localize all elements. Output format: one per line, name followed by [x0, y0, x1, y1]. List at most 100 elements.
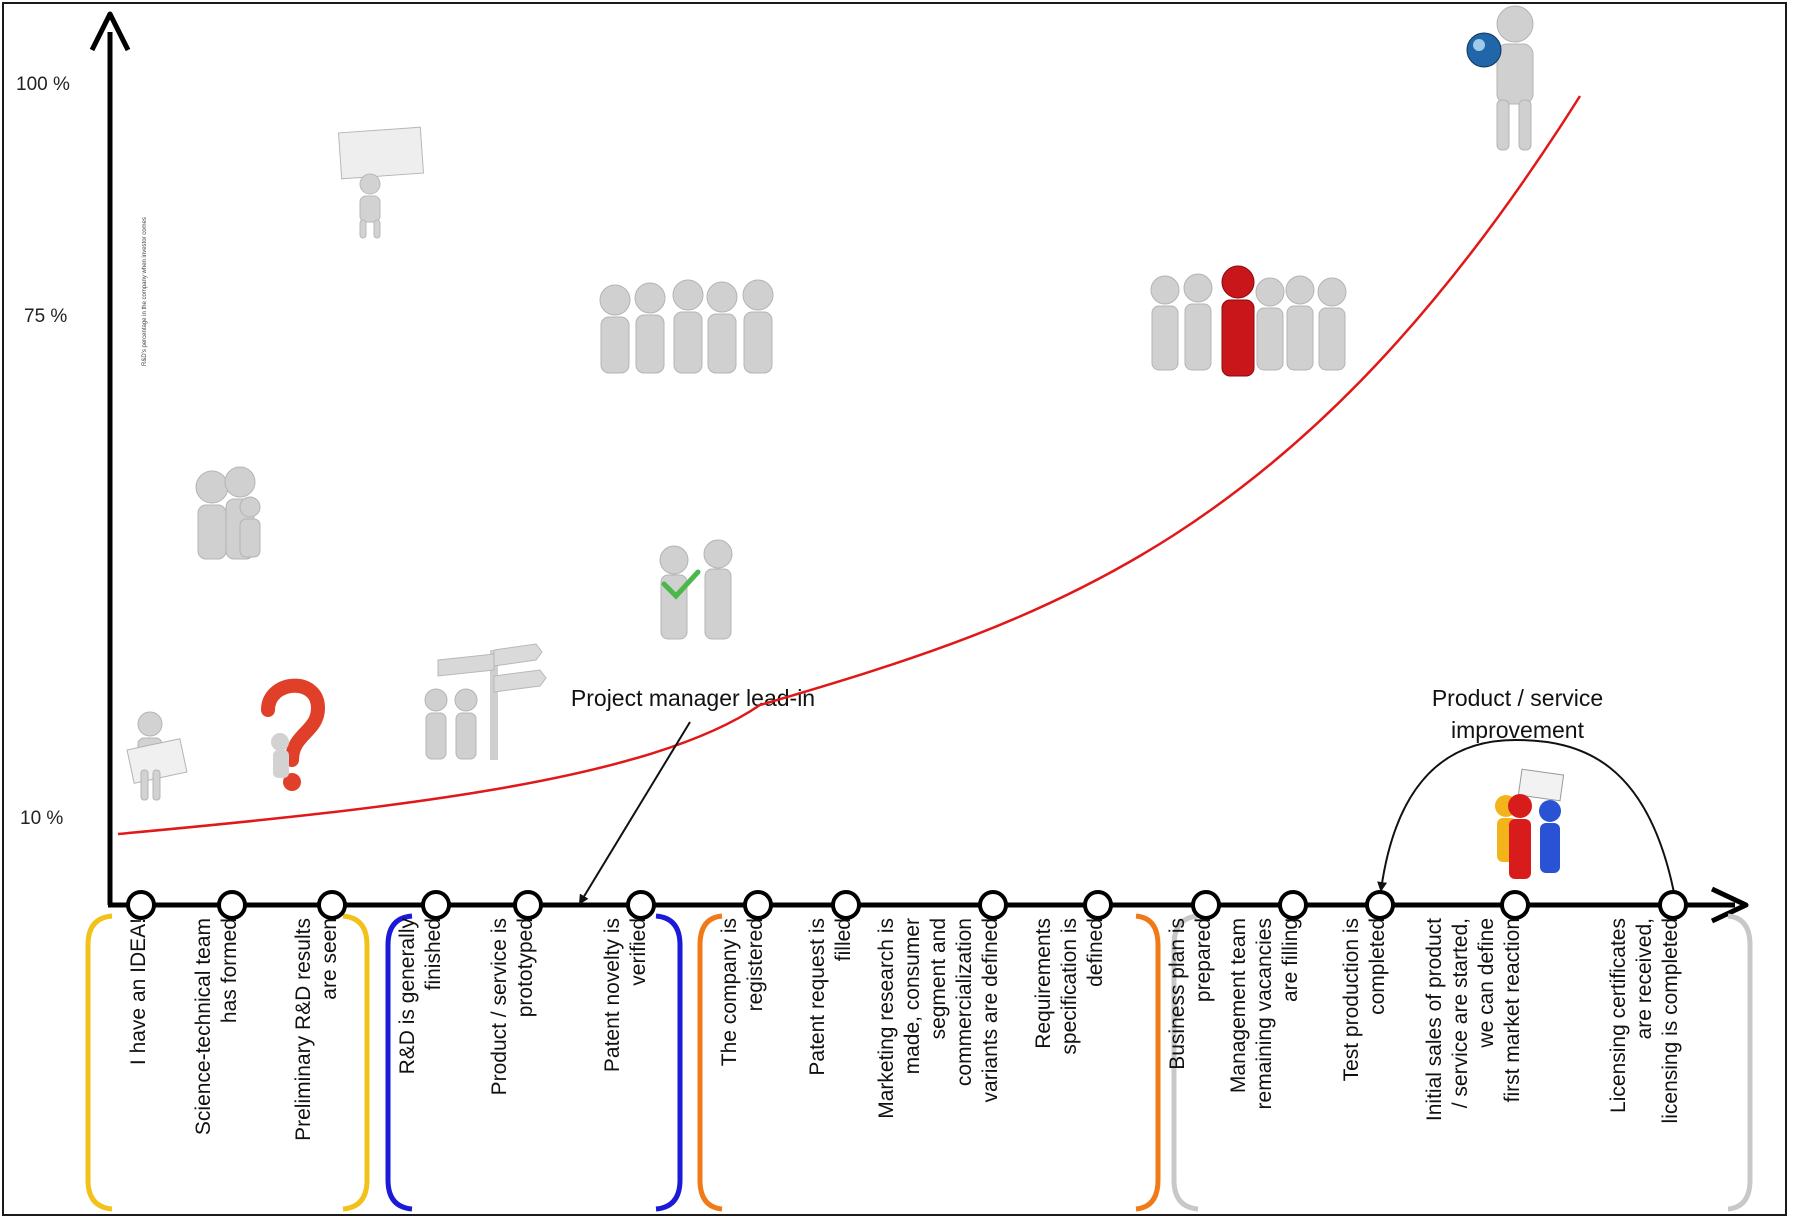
milestone-label-line: finished: [422, 918, 445, 990]
stage-bracket-market-close: [1727, 913, 1753, 1212]
milestone-marker-9: [978, 890, 1008, 920]
family-icon: [195, 466, 261, 560]
milestone-label-line: licensing is completed: [1659, 918, 1682, 1123]
milestone-label-line: prepared: [1192, 918, 1215, 1002]
stage-bracket-company-open: [697, 913, 723, 1212]
milestone-marker-13: [1365, 890, 1395, 920]
milestone-label-line: Patent novelty is: [601, 918, 624, 1072]
milestone-label-line: prototyped: [514, 918, 537, 1017]
stage-bracket-idea-open: [85, 913, 113, 1212]
milestone-label-line: Requirements: [1032, 918, 1055, 1049]
milestone-label-line: filled: [832, 918, 855, 961]
milestone-label-line: are filling: [1279, 918, 1302, 1002]
signpost-people-icon: [424, 643, 547, 760]
milestone-label-line: The company is: [718, 918, 741, 1066]
milestone-label-line: has formed: [218, 918, 241, 1023]
y-tick-100: 100 %: [16, 74, 70, 95]
milestone-label-line: / service are started,: [1449, 918, 1472, 1108]
milestone-marker-1: [126, 890, 156, 920]
milestone-marker-4: [421, 890, 451, 920]
person-holding-board-icon: [337, 126, 425, 239]
milestone-label-line: Product / service is: [488, 918, 511, 1095]
milestone-marker-14: [1500, 890, 1530, 920]
milestone-label-line: Marketing research is: [875, 918, 898, 1119]
stage-bracket-rd-open: [385, 913, 413, 1212]
lead-in-arrow: [578, 721, 691, 905]
team-group-icon: [599, 279, 774, 374]
milestone-label-line: Patent request is: [806, 918, 829, 1076]
milestone-label-line: Preliminary R&D results: [292, 918, 315, 1141]
milestone-marker-7: [743, 890, 773, 920]
person-holding-globe-icon: [1466, 5, 1534, 151]
milestone-label-line: are received,: [1633, 918, 1656, 1039]
milestone-label-line: made, consumer: [901, 918, 924, 1074]
milestone-label-line: registered: [744, 918, 767, 1011]
milestone-marker-6: [626, 890, 656, 920]
milestone-label-line: specification is: [1058, 918, 1081, 1055]
stage-bracket-idea-close: [342, 913, 370, 1212]
milestone-marker-8: [831, 890, 861, 920]
milestone-label-line: Licensing certificates: [1607, 918, 1630, 1113]
milestone-label-line: are seen: [318, 918, 341, 1000]
milestone-label-line: commercialization: [953, 918, 976, 1086]
question-mark-icon: [261, 678, 326, 791]
improvement-loop-arrow: [1377, 738, 1677, 904]
milestone-label-line: Test production is: [1340, 918, 1363, 1081]
milestone-marker-5: [513, 890, 543, 920]
milestone-marker-10: [1083, 890, 1113, 920]
growth-curve: [117, 95, 1582, 836]
milestone-label-line: Initial sales of product: [1423, 918, 1446, 1121]
stage-bracket-market-open: [1171, 913, 1199, 1212]
milestone-marker-11: [1191, 890, 1221, 920]
milestone-label-1: I have an IDEA!: [127, 918, 150, 1065]
y-axis-title: R&D's percentage in the company when inv…: [142, 217, 148, 366]
y-tick-75: 75 %: [24, 306, 68, 327]
team-red-leader-icon: [1150, 265, 1347, 377]
stage-bracket-rd-close: [655, 913, 683, 1212]
milestone-label-line: Science-technical team: [192, 918, 215, 1135]
colored-people-sign-icon: [1495, 768, 1565, 879]
milestone-label-line: first market reaction: [1501, 918, 1524, 1102]
milestone-marker-15: [1658, 890, 1688, 920]
milestone-label-line: verified: [627, 918, 650, 986]
milestone-label-line: I have an IDEA!: [127, 918, 150, 1065]
milestone-label-line: remaining vacancies: [1253, 918, 1276, 1109]
x-axis-arrowhead: [1710, 886, 1749, 924]
milestone-label-line: completed: [1366, 918, 1389, 1015]
milestone-label-line: defined: [1084, 918, 1107, 987]
y-tick-10: 10 %: [20, 808, 64, 829]
milestone-label-line: segment and: [927, 918, 950, 1039]
improvement-note-line2: improvement: [1451, 717, 1584, 743]
milestone-marker-2: [217, 890, 247, 920]
milestone-marker-3: [317, 890, 347, 920]
handshake-check-icon: [659, 539, 733, 640]
milestone-label-line: Management team: [1227, 918, 1250, 1093]
milestone-marker-12: [1278, 890, 1308, 920]
improvement-note-line1: Product / service: [1431, 685, 1604, 711]
stage-bracket-company-close: [1135, 913, 1161, 1212]
milestone-label-line: we can define: [1475, 918, 1498, 1049]
y-axis-arrowhead: [89, 11, 131, 52]
milestone-label-line: variants are defined: [979, 918, 1002, 1102]
milestone-label-line: Business plan is: [1166, 918, 1189, 1070]
milestone-label-line: R&D is generally: [396, 918, 419, 1075]
milestone-label-14: Initial sales of product/ service are st…: [1423, 918, 1524, 1121]
lead-in-note: Project manager lead-in: [570, 685, 816, 711]
person-holding-sign-icon: [126, 711, 188, 801]
